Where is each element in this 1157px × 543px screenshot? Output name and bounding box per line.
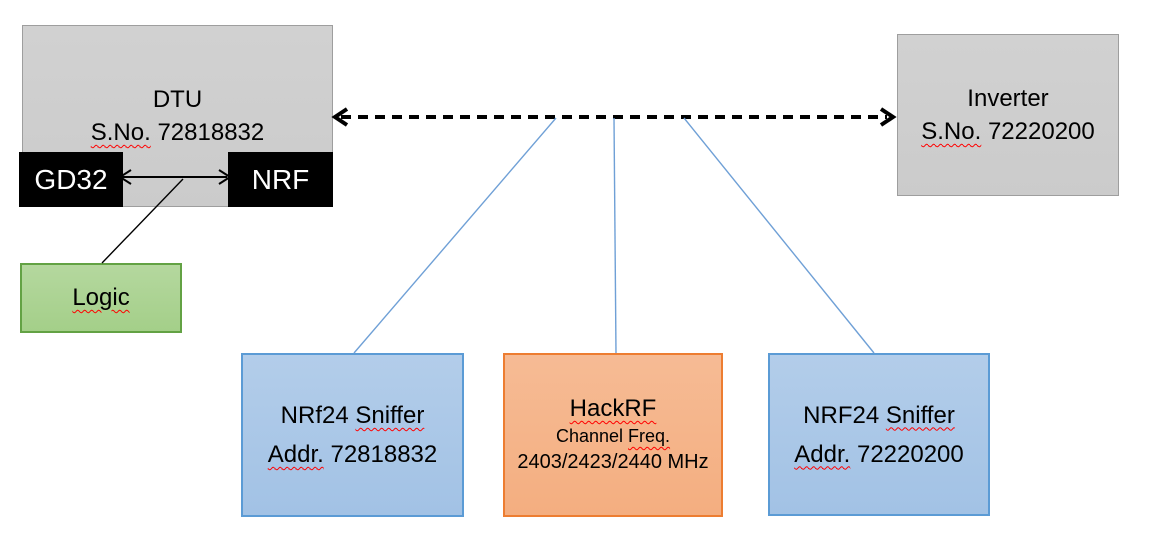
hackrf-box: HackRF Channel Freq. 2403/2423/2440 MHz bbox=[503, 353, 723, 517]
arrowhead-right-icon bbox=[879, 107, 897, 127]
arrowhead-left-icon bbox=[331, 107, 349, 127]
dtu-inverter-dashed-arrow bbox=[331, 107, 897, 127]
sniffer-right-title-prefix: NRF24 bbox=[803, 401, 880, 429]
inverter-serial: S.No. 72220200 bbox=[921, 115, 1094, 148]
hackrf-title: HackRF bbox=[517, 394, 708, 424]
hackrf-connector-line bbox=[613, 117, 617, 354]
inverter-label: Inverter S.No. 72220200 bbox=[921, 82, 1094, 148]
dtu-label: DTU S.No. 72818832 bbox=[91, 83, 264, 149]
sniffer-left-title: NRf24 Sniffer bbox=[268, 396, 438, 435]
hackrf-frequencies: 2403/2423/2440 MHz bbox=[517, 451, 709, 473]
sniffer-right-addr: Addr. 72220200 bbox=[794, 435, 964, 474]
inverter-box: Inverter S.No. 72220200 bbox=[897, 34, 1119, 196]
sniffer-left-addr-label: Addr. bbox=[267, 441, 324, 468]
hackrf-label: HackRF Channel Freq. 2403/2423/2440 MHz bbox=[517, 394, 708, 476]
sniffer-left-addr: Addr. 72818832 bbox=[268, 435, 438, 474]
inverter-serial-label: S.No. bbox=[921, 118, 982, 145]
hackrf-freq-label: Freq. bbox=[628, 426, 671, 446]
hackrf-channel-label: Channel bbox=[555, 426, 624, 446]
sniffer-left-title-word: Sniffer bbox=[355, 402, 425, 429]
sniffer-right-title: NRF24 Sniffer bbox=[794, 396, 964, 435]
logic-box: Logic bbox=[20, 263, 182, 333]
sniffer-right-title-word: Sniffer bbox=[885, 401, 955, 429]
sniffer-right-connector-line bbox=[683, 117, 875, 354]
inverter-title: Inverter bbox=[967, 85, 1049, 112]
nrf24-sniffer-right-box: NRF24 Sniffer Addr. 72220200 bbox=[768, 353, 990, 516]
nrf24-sniffer-left-label: NRf24 Sniffer Addr. 72818832 bbox=[268, 396, 438, 474]
sniffer-right-addr-label: Addr. bbox=[794, 440, 851, 468]
gd32-chip: GD32 bbox=[19, 152, 123, 207]
dtu-serial-label: S.No. bbox=[90, 119, 151, 146]
gd32-chip-label: GD32 bbox=[34, 163, 108, 195]
hackrf-subtitle: Channel Freq. bbox=[517, 424, 708, 448]
logic-label: Logic bbox=[72, 284, 130, 311]
inverter-serial-value: 72220200 bbox=[987, 118, 1095, 145]
nrf-chip: NRF bbox=[228, 152, 333, 207]
sniffer-left-title-prefix: NRf24 bbox=[280, 402, 349, 429]
sniffer-left-connector-line bbox=[353, 117, 557, 354]
logic-label-wrap: Logic bbox=[72, 283, 129, 313]
sniffer-right-addr-value: 72220200 bbox=[856, 440, 964, 468]
nrf24-sniffer-right-label: NRF24 Sniffer Addr. 72220200 bbox=[794, 396, 964, 474]
dtu-serial: S.No. 72818832 bbox=[91, 116, 264, 149]
hackrf-title-text: HackRF bbox=[569, 395, 657, 422]
nrf-chip-label: NRF bbox=[251, 163, 310, 195]
nrf24-sniffer-left-box: NRf24 Sniffer Addr. 72818832 bbox=[241, 353, 464, 517]
sniffer-left-addr-value: 72818832 bbox=[330, 441, 438, 468]
dtu-title: DTU bbox=[152, 86, 203, 113]
dtu-serial-value: 72818832 bbox=[157, 119, 265, 146]
